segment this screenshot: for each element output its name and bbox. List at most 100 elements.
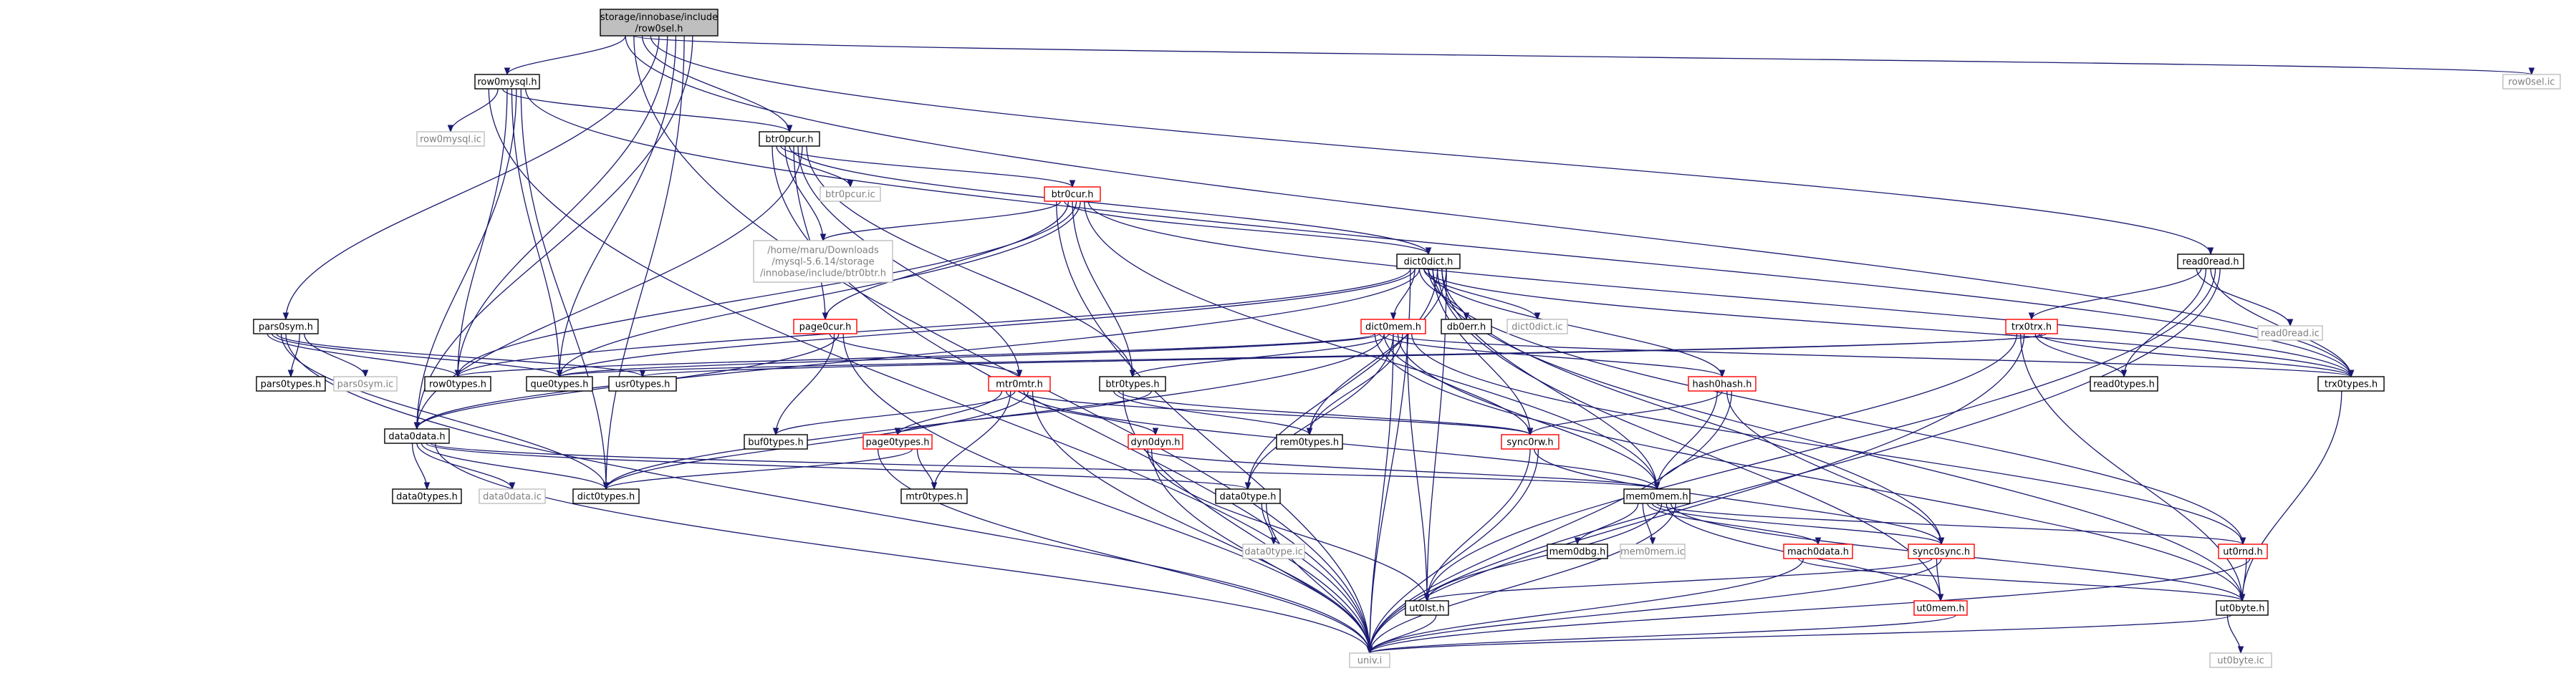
edge-root-to-que0types: [559, 35, 677, 377]
arrowhead-row0mysql-to-row0mysqlic: [447, 125, 454, 133]
node-dict0dict[interactable]: dict0dict.h: [1396, 254, 1461, 269]
node-ut0lst[interactable]: ut0lst.h: [1405, 600, 1449, 616]
edge-ut0byte-to-univ: [1369, 614, 2232, 654]
node-label-dict0dict: dict0dict.h: [1404, 257, 1453, 268]
node-dyn0dyn[interactable]: dyn0dyn.h: [1128, 434, 1183, 450]
edge-sync0sync-to-univ: [1369, 558, 1942, 654]
node-box-sync0rw: [1501, 434, 1559, 450]
edge-dict0mem-to-ut0byte: [1374, 333, 2243, 602]
node-label-read0readic: read0read.ic: [2261, 329, 2320, 339]
node-trx0types[interactable]: trx0types.h: [2317, 376, 2385, 392]
node-dict0types[interactable]: dict0types.h: [572, 488, 640, 504]
node-label-pars0types: pars0types.h: [261, 380, 322, 390]
node-btr0pcur[interactable]: btr0pcur.h: [759, 131, 820, 147]
node-ut0byte[interactable]: ut0byte.h: [2216, 600, 2269, 616]
arrowhead-btr0cur-to-dict0dict: [1425, 247, 1432, 256]
arrowhead-page0cur-to-data0data: [413, 422, 420, 430]
arrowhead-page0cur-to-mtr0mtr: [1016, 370, 1023, 378]
node-box-dict0dict: [1396, 254, 1461, 269]
edge-mtr0mtr-to-univ: [1032, 390, 1370, 654]
node-mach0data[interactable]: mach0data.h: [1783, 544, 1853, 559]
arrowhead-read0read-to-trx0trx: [2028, 312, 2035, 321]
node-data0data[interactable]: data0data.h: [384, 428, 450, 444]
node-que0types[interactable]: que0types.h: [526, 376, 593, 392]
node-root[interactable]: storage/innobase/include/row0sel.h: [600, 9, 719, 37]
edge-dict0dict-to-data0data: [416, 268, 1421, 430]
node-db0err[interactable]: db0err.h: [1441, 319, 1492, 334]
node-usr0types[interactable]: usr0types.h: [608, 376, 677, 392]
node-box-read0readic: [2257, 325, 2323, 341]
edge-dict0mem-to-que0types: [559, 333, 1380, 377]
node-pars0types[interactable]: pars0types.h: [256, 376, 326, 392]
node-box-data0type: [1215, 488, 1281, 504]
node-ut0mem[interactable]: ut0mem.h: [1913, 600, 1968, 616]
node-box-mtr0types: [900, 488, 968, 504]
node-box-que0types: [526, 376, 593, 392]
arrowhead-trx0types-to-ut0byte: [2239, 594, 2246, 602]
node-data0type[interactable]: data0type.h: [1215, 488, 1281, 504]
node-box-mem0memic: [1620, 544, 1686, 559]
node-row0types[interactable]: row0types.h: [424, 376, 491, 392]
node-trx0trx[interactable]: trx0trx.h: [2005, 319, 2058, 334]
edge-row0mysql-to-que0types: [511, 88, 560, 377]
arrowhead-trx0trx-to-read0types: [2120, 370, 2128, 378]
node-hash0hash[interactable]: hash0hash.h: [1688, 376, 1756, 392]
node-btr0cur[interactable]: btr0cur.h: [1044, 186, 1101, 202]
arrowhead-data0data-to-data0types: [423, 482, 431, 491]
node-mtr0types[interactable]: mtr0types.h: [900, 488, 968, 504]
node-label-btr0pcuric: btr0pcur.ic: [825, 190, 875, 201]
node-sync0rw[interactable]: sync0rw.h: [1501, 434, 1559, 450]
edge-data0data-to-data0types: [411, 443, 428, 490]
node-box-ut0lst: [1405, 600, 1449, 616]
node-label-dyn0dyn: dyn0dyn.h: [1130, 438, 1180, 448]
edge-root-to-row0mysql: [506, 35, 626, 75]
node-label-btr0cur: btr0cur.h: [1052, 190, 1094, 201]
edge-data0data-to-mem0mem: [430, 443, 1658, 490]
node-buf0types[interactable]: buf0types.h: [744, 434, 808, 450]
node-read0read[interactable]: read0read.h: [2177, 254, 2244, 269]
node-sync0sync[interactable]: sync0sync.h: [1908, 544, 1975, 559]
node-page0cur[interactable]: page0cur.h: [793, 319, 857, 334]
edge-pars0sym-to-dict0types: [280, 333, 607, 490]
edge-data0type-to-univ: [1266, 503, 1370, 654]
node-row0mysql[interactable]: row0mysql.h: [474, 74, 540, 90]
node-label-ut0mem: ut0mem.h: [1916, 604, 1964, 614]
arrowhead-btr0types-to-rem0types: [1306, 428, 1313, 436]
node-box-data0data: [384, 428, 450, 444]
node-label-btr0btr: /innobase/include/btr0btr.h: [760, 269, 886, 279]
arrowhead-trx0trx-to-que0types: [556, 370, 563, 378]
edge-mem0mem-to-sync0sync: [1651, 503, 1942, 545]
arrowhead-ut0byte-to-ut0byteic: [2237, 646, 2244, 655]
edge-page0cur-to-buf0types: [775, 333, 835, 435]
edge-dict0mem-to-mem0mem: [1397, 333, 1658, 490]
node-box-sync0sync: [1908, 544, 1975, 559]
node-mtr0mtr[interactable]: mtr0mtr.h: [988, 376, 1051, 392]
node-data0types[interactable]: data0types.h: [392, 488, 462, 504]
edge-btr0pcur-to-btr0cur: [780, 145, 1073, 188]
edge-btr0pcur-to-page0cur: [793, 145, 826, 320]
edge-dict0dict-to-ut0lst: [1426, 268, 1447, 602]
node-box-row0mysqlic: [416, 131, 485, 147]
node-box-data0typeic: [1242, 544, 1305, 559]
node-dict0mem[interactable]: dict0mem.h: [1360, 319, 1426, 334]
node-box-dict0mem: [1360, 319, 1426, 334]
arrowhead-sync0sync-to-ut0lst: [1423, 594, 1431, 602]
node-rem0types[interactable]: rem0types.h: [1276, 434, 1343, 450]
node-label-data0types: data0types.h: [396, 492, 458, 503]
arrowhead-dict0mem-to-hash0hash: [1719, 370, 1726, 378]
node-box-read0read: [2177, 254, 2244, 269]
node-read0types[interactable]: read0types.h: [2090, 376, 2158, 392]
node-mem0mem[interactable]: mem0mem.h: [1623, 488, 1691, 504]
node-pars0sym[interactable]: pars0sym.h: [253, 319, 319, 334]
node-mem0dbg[interactable]: mem0dbg.h: [1547, 544, 1608, 559]
node-label-row0mysqlic: row0mysql.ic: [420, 135, 481, 145]
node-label-mem0dbg: mem0dbg.h: [1549, 547, 1606, 558]
edge-trx0trx-to-mem0mem: [1656, 333, 2018, 490]
node-ut0rnd[interactable]: ut0rnd.h: [2218, 544, 2268, 559]
arrowhead-btr0cur-to-btr0btr: [820, 233, 827, 242]
edge-mtr0mtr-to-mtr0types: [933, 390, 1011, 490]
edge-sync0rw-to-sync0sync: [1534, 448, 1942, 545]
node-btr0types[interactable]: btr0types.h: [1099, 376, 1166, 392]
node-page0types[interactable]: page0types.h: [862, 434, 933, 450]
node-box-read0types: [2090, 376, 2158, 392]
